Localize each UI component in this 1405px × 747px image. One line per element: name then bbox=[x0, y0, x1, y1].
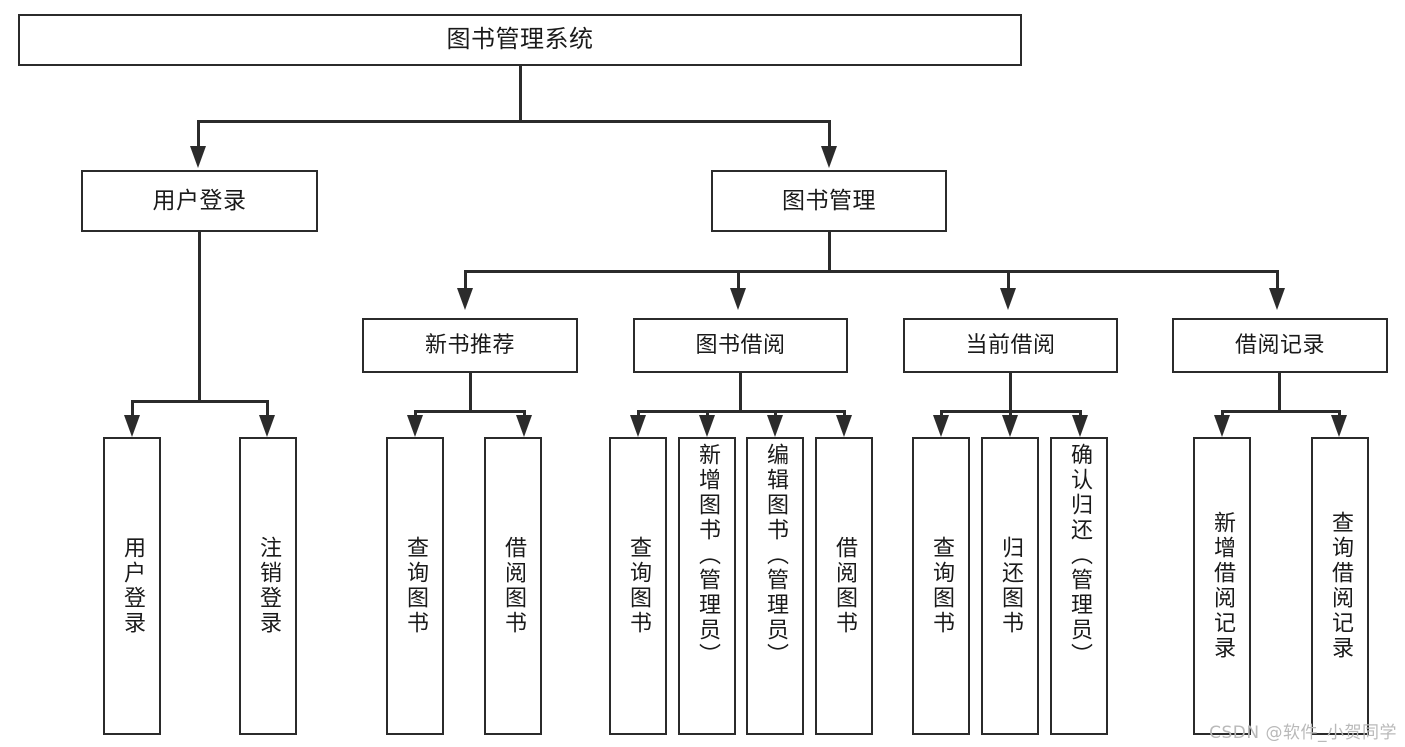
connector-book-borrow-drop-3 bbox=[774, 410, 777, 415]
leaf-query-book-current[interactable]: 查询图书 bbox=[912, 437, 970, 735]
node-label: 查询图书 bbox=[929, 536, 954, 636]
node-label: 新书推荐 bbox=[424, 332, 515, 358]
arrowhead-to-book-borrow-leaf-1 bbox=[630, 415, 646, 437]
arrowhead-to-user-login-leaf-1 bbox=[124, 415, 140, 437]
node-label: 编辑图书（管理员） bbox=[763, 443, 788, 668]
node-new-book-recommend[interactable]: 新书推荐 bbox=[362, 318, 578, 373]
connector-borrow-record-drop-1 bbox=[1221, 410, 1224, 415]
arrowhead-to-new-book-leaf-1 bbox=[407, 415, 423, 437]
leaf-query-book-recommend[interactable]: 查询图书 bbox=[386, 437, 444, 735]
arrowhead-to-current-borrow-leaf-1 bbox=[933, 415, 949, 437]
connector-level3-drop-1 bbox=[464, 270, 467, 288]
node-label: 新增图书（管理员） bbox=[695, 443, 720, 668]
node-book-borrow[interactable]: 图书借阅 bbox=[633, 318, 848, 373]
leaf-add-borrow-record[interactable]: 新增借阅记录 bbox=[1193, 437, 1251, 735]
node-label: 查询图书 bbox=[403, 536, 428, 636]
connector-root-drop-left bbox=[197, 120, 200, 146]
node-borrow-record[interactable]: 借阅记录 bbox=[1172, 318, 1388, 373]
connector-new-book-bus bbox=[414, 410, 525, 413]
connector-book-borrow-drop-2 bbox=[706, 410, 709, 415]
arrowhead-to-current-borrow-leaf-2 bbox=[1002, 415, 1018, 437]
node-label: 借阅记录 bbox=[1234, 332, 1325, 358]
node-root-book-management-system[interactable]: 图书管理系统 bbox=[18, 14, 1022, 66]
leaf-query-book[interactable]: 查询图书 bbox=[609, 437, 667, 735]
node-label: 图书管理 bbox=[782, 187, 876, 214]
leaf-edit-book-admin[interactable]: 编辑图书（管理员） bbox=[746, 437, 804, 735]
node-label: 确认归还（管理员） bbox=[1067, 443, 1092, 668]
leaf-user-login[interactable]: 用户登录 bbox=[103, 437, 161, 735]
leaf-confirm-return-admin[interactable]: 确认归还（管理员） bbox=[1050, 437, 1108, 735]
node-book-management[interactable]: 图书管理 bbox=[711, 170, 947, 232]
arrowhead-to-borrow-record bbox=[1269, 288, 1285, 310]
node-label: 查询图书 bbox=[626, 536, 651, 636]
connector-root-drop-right bbox=[828, 120, 831, 146]
node-label: 注销登录 bbox=[256, 536, 281, 636]
connector-new-book-drop-2 bbox=[523, 410, 526, 415]
connector-level3-drop-3 bbox=[1007, 270, 1010, 288]
connector-level3-drop-2 bbox=[737, 270, 740, 288]
arrowhead-to-new-book-leaf-2 bbox=[516, 415, 532, 437]
arrowhead-to-current-borrow-leaf-3 bbox=[1072, 415, 1088, 437]
connector-user-login-drop-2 bbox=[266, 400, 269, 415]
node-label: 查询借阅记录 bbox=[1328, 511, 1353, 661]
connector-book-borrow-drop-4 bbox=[843, 410, 846, 415]
arrowhead-to-book-borrow bbox=[730, 288, 746, 310]
node-label: 图书借阅 bbox=[695, 332, 786, 358]
leaf-user-logout[interactable]: 注销登录 bbox=[239, 437, 297, 735]
leaf-add-book-admin[interactable]: 新增图书（管理员） bbox=[678, 437, 736, 735]
connector-new-book-drop-1 bbox=[414, 410, 417, 415]
node-label: 归还图书 bbox=[998, 536, 1023, 636]
connector-user-login-drop-1 bbox=[131, 400, 134, 415]
connector-book-borrow-bus bbox=[637, 410, 845, 413]
leaf-return-book[interactable]: 归还图书 bbox=[981, 437, 1039, 735]
connector-current-borrow-stem bbox=[1009, 373, 1012, 412]
connector-root-bus bbox=[197, 120, 831, 123]
connector-book-borrow-stem bbox=[739, 373, 742, 412]
node-label: 借阅图书 bbox=[832, 536, 857, 636]
connector-level3-bus bbox=[464, 270, 1276, 273]
node-label: 当前借阅 bbox=[965, 332, 1056, 358]
connector-user-login-bus bbox=[131, 400, 268, 403]
arrowhead-to-book-borrow-leaf-4 bbox=[836, 415, 852, 437]
connector-borrow-record-stem bbox=[1278, 373, 1281, 412]
node-label: 用户登录 bbox=[152, 187, 247, 214]
arrowhead-to-borrow-record-leaf-2 bbox=[1331, 415, 1347, 437]
connector-new-book-stem bbox=[469, 373, 472, 412]
node-label: 图书管理系统 bbox=[446, 25, 594, 54]
node-label: 新增借阅记录 bbox=[1210, 511, 1235, 661]
node-label: 借阅图书 bbox=[501, 536, 526, 636]
arrowhead-to-user-login-leaf-2 bbox=[259, 415, 275, 437]
arrowhead-to-user-login bbox=[190, 146, 206, 168]
arrowhead-to-book-borrow-leaf-3 bbox=[767, 415, 783, 437]
connector-user-login-stem bbox=[198, 232, 201, 402]
connector-root-stem bbox=[519, 66, 522, 122]
node-label: 用户登录 bbox=[120, 536, 145, 636]
connector-book-management-stem bbox=[828, 232, 831, 272]
connector-level3-drop-4 bbox=[1276, 270, 1279, 288]
leaf-query-borrow-record[interactable]: 查询借阅记录 bbox=[1311, 437, 1369, 735]
arrowhead-to-current-borrow bbox=[1000, 288, 1016, 310]
arrowhead-to-book-borrow-leaf-2 bbox=[699, 415, 715, 437]
arrowhead-to-new-book-recommend bbox=[457, 288, 473, 310]
connector-current-borrow-drop-2 bbox=[1009, 410, 1012, 415]
connector-borrow-record-drop-2 bbox=[1338, 410, 1341, 415]
leaf-borrow-book[interactable]: 借阅图书 bbox=[815, 437, 873, 735]
connector-book-borrow-drop-1 bbox=[637, 410, 640, 415]
leaf-borrow-book-recommend[interactable]: 借阅图书 bbox=[484, 437, 542, 735]
connector-borrow-record-bus bbox=[1221, 410, 1340, 413]
connector-current-borrow-drop-1 bbox=[940, 410, 943, 415]
arrowhead-to-borrow-record-leaf-1 bbox=[1214, 415, 1230, 437]
connector-current-borrow-drop-3 bbox=[1079, 410, 1082, 415]
arrowhead-to-book-management bbox=[821, 146, 837, 168]
node-current-borrow[interactable]: 当前借阅 bbox=[903, 318, 1118, 373]
watermark-csdn: CSDN @软件_小贺同学 bbox=[1209, 723, 1397, 743]
node-user-login[interactable]: 用户登录 bbox=[81, 170, 318, 232]
